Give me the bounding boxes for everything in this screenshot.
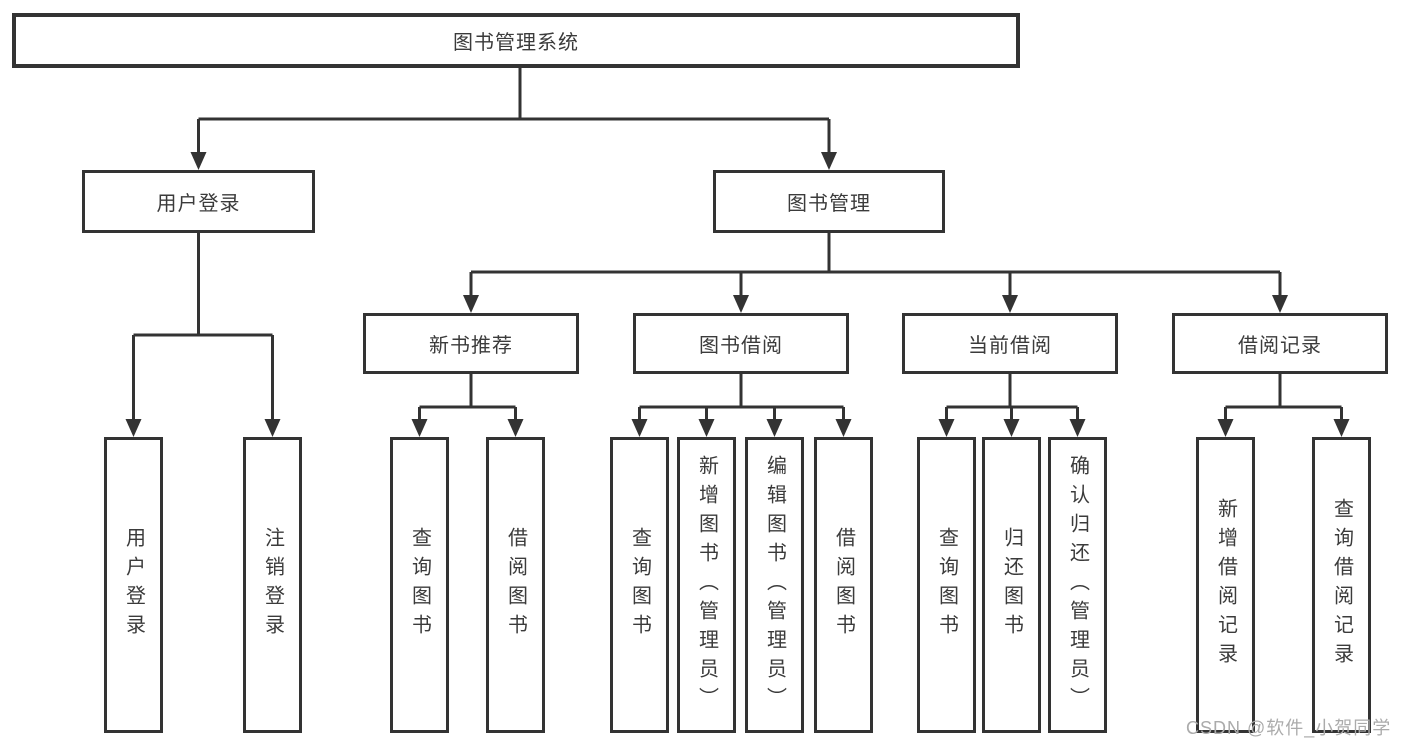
- node-book-management: 图书管理: [713, 170, 945, 233]
- node-current-borrowing: 当前借阅: [902, 313, 1118, 374]
- node-borrowing-records: 借阅记录: [1172, 313, 1388, 374]
- leaf-add-borrow-record: 新增借阅记录: [1196, 437, 1255, 733]
- leaf-logout: 注销登录: [243, 437, 302, 733]
- leaf-return-books: 归还图书: [982, 437, 1041, 733]
- leaf-query-books-recommend: 查询图书: [390, 437, 449, 733]
- leaf-borrow-books-recommend: 借阅图书: [486, 437, 545, 733]
- leaf-add-books-admin: 新增图书（管理员）: [677, 437, 736, 733]
- leaf-edit-books-admin: 编辑图书（管理员）: [745, 437, 804, 733]
- leaf-user-login: 用户登录: [104, 437, 163, 733]
- node-user-login: 用户登录: [82, 170, 315, 233]
- node-new-book-recommendation: 新书推荐: [363, 313, 579, 374]
- node-book-borrowing: 图书借阅: [633, 313, 849, 374]
- root-node-library-management-system: 图书管理系统: [12, 13, 1020, 68]
- leaf-query-books-borrow: 查询图书: [610, 437, 669, 733]
- leaf-query-borrow-record: 查询借阅记录: [1312, 437, 1371, 733]
- leaf-query-books-current: 查询图书: [917, 437, 976, 733]
- csdn-watermark: CSDN @软件_小贺同学: [1186, 718, 1392, 738]
- leaf-borrow-books: 借阅图书: [814, 437, 873, 733]
- leaf-confirm-return-admin: 确认归还（管理员）: [1048, 437, 1107, 733]
